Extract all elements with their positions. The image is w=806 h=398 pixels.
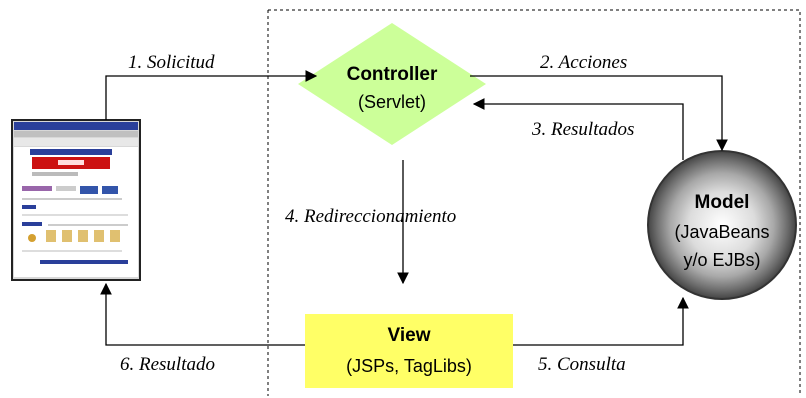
controller-node: Controller (Servlet) xyxy=(298,23,486,145)
edge-6-arrow xyxy=(100,282,305,346)
model-node: Model (JavaBeans y/o EJBs) xyxy=(647,150,797,300)
model-subtitle-1: (JavaBeans xyxy=(674,222,769,242)
view-subtitle: (JSPs, TagLibs) xyxy=(346,356,472,376)
controller-title: Controller xyxy=(347,64,438,85)
edge-2-arrow xyxy=(470,75,728,152)
model-subtitle-2: y/o EJBs) xyxy=(683,250,760,270)
edge-1-arrow xyxy=(105,70,318,120)
view-node: View (JSPs, TagLibs) xyxy=(305,314,513,388)
browser-window-icon xyxy=(11,119,141,281)
edge-5-arrow xyxy=(513,296,689,346)
controller-diamond xyxy=(298,23,486,145)
edge-4-label: 4. Redireccionamiento xyxy=(285,206,456,227)
edge-3-arrow xyxy=(472,98,684,160)
edge-5-label: 5. Consulta xyxy=(538,354,626,375)
edge-6-label: 6. Resultado xyxy=(120,354,215,375)
controller-subtitle: (Servlet) xyxy=(358,92,426,112)
tier-separator xyxy=(267,9,801,396)
model-title: Model xyxy=(695,192,750,213)
edge-1-label: 1. Solicitud xyxy=(128,52,215,73)
view-box xyxy=(305,314,513,388)
view-title: View xyxy=(388,325,431,346)
edge-3-label: 3. Resultados xyxy=(531,119,634,140)
edge-2-label: 2. Acciones xyxy=(540,52,627,73)
